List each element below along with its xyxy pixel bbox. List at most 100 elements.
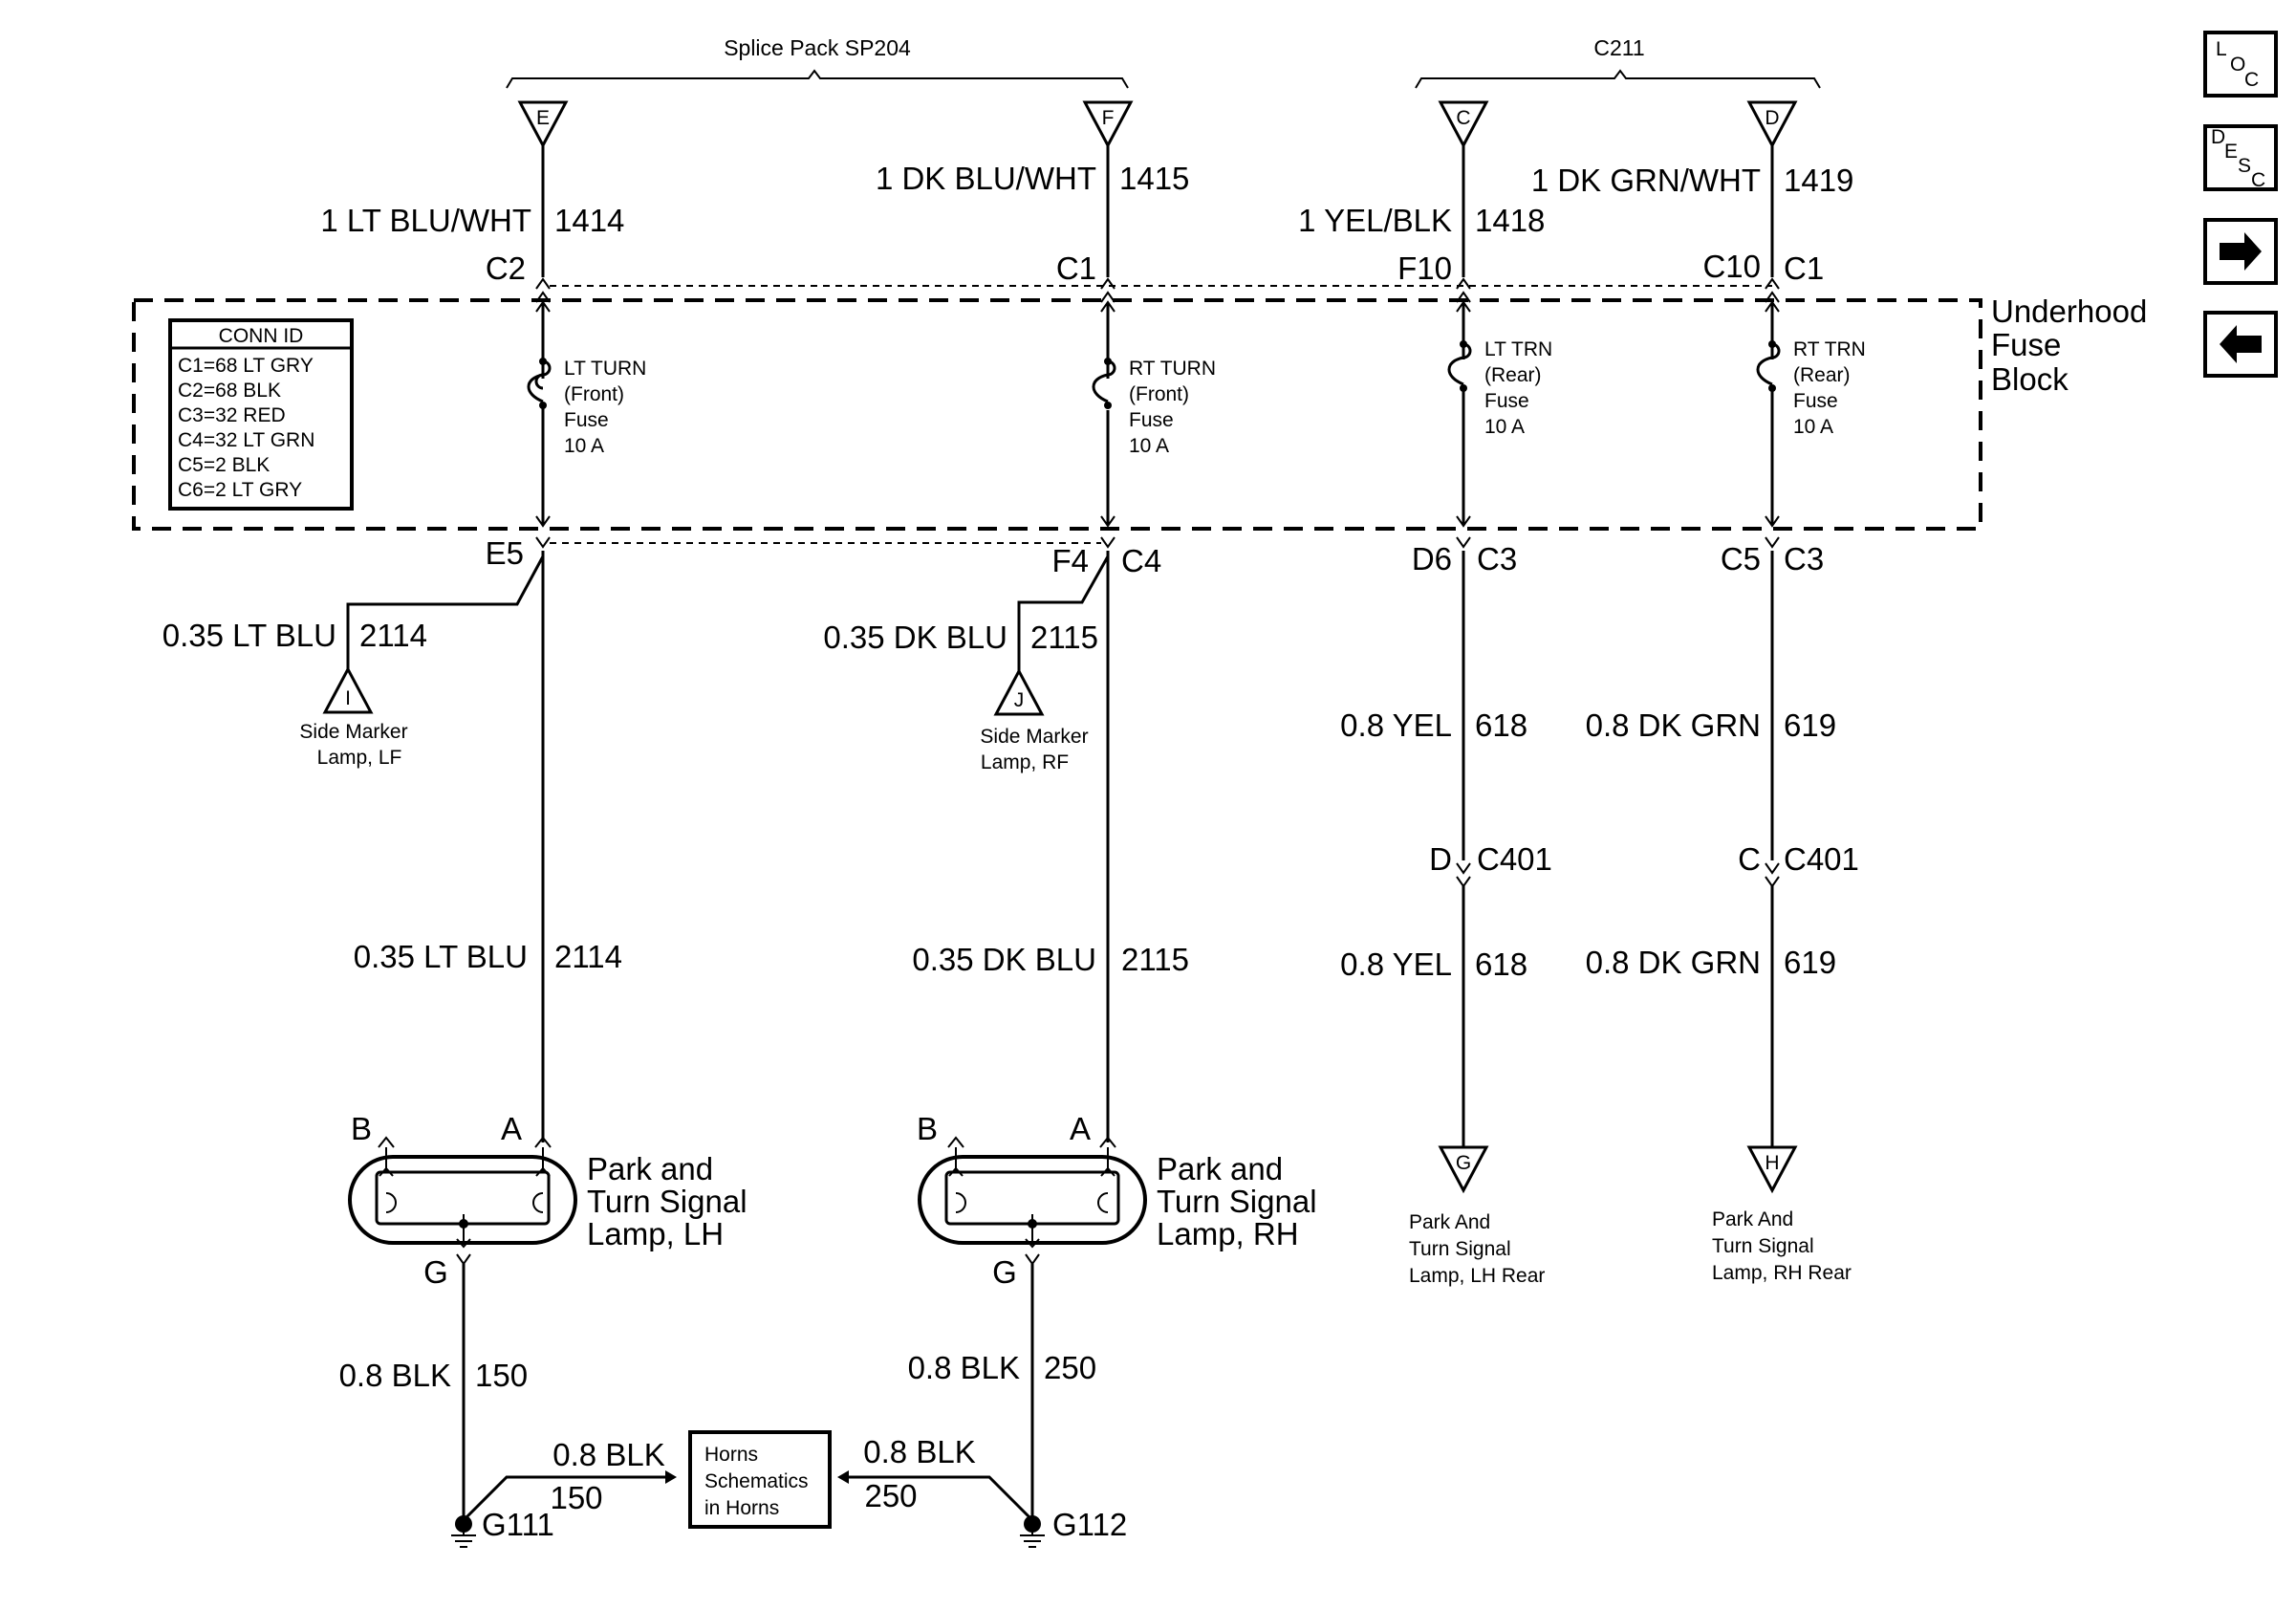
svg-text:Turn Signal: Turn Signal — [1409, 1238, 1511, 1260]
svg-text:0.35 LT BLU: 0.35 LT BLU — [162, 618, 336, 653]
wire-1418-circuit: 1418 — [1475, 203, 1545, 238]
svg-text:250: 250 — [1044, 1350, 1096, 1385]
rear-wire-labels: 0.8 YEL 618 0.8 DK GRN 619 D C401 C C401… — [1340, 707, 1859, 982]
svg-text:E: E — [2224, 141, 2238, 163]
svg-text:Fuse: Fuse — [564, 409, 609, 431]
svg-text:Lamp, RH: Lamp, RH — [1157, 1216, 1299, 1251]
wires — [541, 145, 1774, 1147]
wire-1415-circuit: 1415 — [1119, 161, 1189, 196]
svg-text:0.8 BLK: 0.8 BLK — [552, 1437, 664, 1472]
wire-1418-color: 1 YEL/BLK — [1298, 203, 1452, 238]
conn-id-row: C4=32 LT GRN — [178, 429, 314, 451]
rh-rear-lamp-ref: H Park And Turn Signal Lamp, RH Rear — [1712, 1145, 1852, 1284]
terminal-e: E — [517, 100, 569, 149]
arrow-right-icon — [2220, 232, 2262, 271]
svg-text:(Rear): (Rear) — [1793, 364, 1851, 386]
svg-text:S: S — [2238, 155, 2251, 177]
svg-text:2114: 2114 — [554, 939, 622, 974]
wire-1419-color: 1 DK GRN/WHT — [1531, 163, 1761, 198]
svg-text:Lamp, RF: Lamp, RF — [981, 751, 1069, 773]
conn-id-row: C1=68 LT GRY — [178, 355, 314, 377]
svg-text:0.8 BLK: 0.8 BLK — [908, 1350, 1020, 1385]
fuse-rt-trn-rear: RT TRN (Rear) Fuse 10 A — [1756, 338, 1866, 438]
svg-text:150: 150 — [550, 1480, 602, 1515]
svg-text:10 A: 10 A — [1793, 416, 1833, 438]
conn-id-title: CONN ID — [219, 325, 304, 347]
conn-id-row: C5=2 BLK — [178, 454, 270, 476]
svg-text:2114: 2114 — [359, 618, 427, 653]
c211-label: C211 — [1593, 35, 1644, 60]
side-marker-lf: 0.35 LT BLU 2114 I Side Marker Lamp, LF — [162, 555, 545, 769]
svg-text:Horns: Horns — [704, 1444, 758, 1466]
svg-text:Lamp, LH: Lamp, LH — [587, 1216, 724, 1251]
desc-button[interactable]: D E S C — [2203, 124, 2278, 191]
svg-text:0.8 YEL: 0.8 YEL — [1340, 946, 1452, 982]
svg-text:250: 250 — [864, 1478, 917, 1513]
svg-text:0.35 DK BLU: 0.35 DK BLU — [912, 942, 1096, 977]
svg-text:Fuse: Fuse — [1129, 409, 1174, 431]
terminal-c: C — [1438, 100, 1489, 149]
front-wire-labels: 0.35 LT BLU 2114 0.35 DK BLU 2115 — [354, 939, 1189, 977]
arrow-left-icon — [2220, 325, 2262, 363]
pin-c3-b: C3 — [1784, 541, 1824, 577]
pin-c1-a: C1 — [1056, 250, 1096, 286]
svg-text:2115: 2115 — [1121, 942, 1189, 977]
pin-c2: C2 — [486, 250, 526, 286]
upper-pins: C2 C1 F10 C10 C1 — [486, 249, 1824, 303]
pin-e5: E5 — [486, 535, 524, 571]
svg-text:LT TRN: LT TRN — [1484, 338, 1552, 360]
loc-button[interactable]: L O C — [2203, 31, 2278, 98]
svg-text:in Horns: in Horns — [704, 1497, 779, 1519]
park-turn-lamp-lh: B A Park and Turn Signal Lamp, LH G — [348, 1111, 747, 1290]
lower-pins: E5 F4 C4 D6 C3 C5 C3 — [486, 535, 1825, 578]
svg-text:F: F — [1102, 107, 1115, 129]
svg-text:(Rear): (Rear) — [1484, 364, 1542, 386]
svg-text:Turn Signal: Turn Signal — [587, 1184, 747, 1219]
svg-text:J: J — [1014, 689, 1025, 711]
svg-text:Side Marker: Side Marker — [980, 726, 1088, 748]
pin-c3-a: C3 — [1477, 541, 1517, 577]
fuse-block-label-1: Underhood — [1991, 294, 2147, 329]
svg-text:Fuse: Fuse — [1793, 390, 1838, 412]
svg-text:0.8 BLK: 0.8 BLK — [339, 1358, 451, 1393]
svg-text:A: A — [1070, 1111, 1091, 1146]
wire-1414-color: 1 LT BLU/WHT — [320, 203, 531, 238]
svg-text:150: 150 — [475, 1358, 528, 1393]
svg-text:A: A — [501, 1111, 522, 1146]
prev-button[interactable] — [2203, 311, 2278, 378]
svg-text:618: 618 — [1475, 946, 1527, 982]
wire-1414-circuit: 1414 — [554, 203, 624, 238]
svg-text:Schematics: Schematics — [704, 1470, 809, 1492]
fuse-lt-trn-rear: LT TRN (Rear) Fuse 10 A — [1447, 338, 1552, 438]
svg-text:C: C — [1738, 841, 1761, 877]
svg-text:E: E — [536, 107, 550, 129]
svg-text:D: D — [1765, 107, 1779, 129]
svg-text:Park And: Park And — [1409, 1211, 1490, 1233]
svg-text:619: 619 — [1784, 707, 1836, 743]
fuse-rt-turn-front: RT TURN (Front) Fuse 10 A — [1092, 358, 1216, 457]
svg-text:G: G — [1456, 1152, 1471, 1174]
conn-id-row: C3=32 RED — [178, 404, 286, 426]
next-button[interactable] — [2203, 218, 2278, 285]
svg-text:Lamp, RH Rear: Lamp, RH Rear — [1712, 1262, 1852, 1284]
top-wire-labels: 1 LT BLU/WHT 1414 1 DK BLU/WHT 1415 1 YE… — [320, 161, 1853, 238]
svg-text:618: 618 — [1475, 707, 1527, 743]
svg-text:0.35 LT BLU: 0.35 LT BLU — [354, 939, 528, 974]
side-marker-rf: 0.35 DK BLU 2115 J Side Marker Lamp, RF — [823, 555, 1110, 773]
fuse-lt-turn-front: LT TURN (Front) Fuse 10 A — [527, 304, 646, 524]
wire-1415-color: 1 DK BLU/WHT — [876, 161, 1096, 196]
wire-1419-circuit: 1419 — [1784, 163, 1853, 198]
pin-c5: C5 — [1721, 541, 1761, 577]
park-turn-lamp-rh: B A Park and Turn Signal Lamp, RH G — [917, 1111, 1317, 1290]
svg-text:Turn Signal: Turn Signal — [1712, 1235, 1814, 1257]
svg-text:H: H — [1765, 1152, 1779, 1174]
svg-text:10 A: 10 A — [1129, 435, 1169, 457]
svg-text:I: I — [345, 687, 351, 709]
svg-text:0.35 DK BLU: 0.35 DK BLU — [823, 620, 1007, 655]
svg-text:C: C — [2244, 69, 2259, 91]
svg-text:0.8 BLK: 0.8 BLK — [863, 1434, 975, 1469]
svg-text:RT TRN: RT TRN — [1793, 338, 1866, 360]
svg-text:2115: 2115 — [1030, 620, 1098, 655]
terminal-d: D — [1746, 100, 1798, 149]
svg-text:Lamp, LH Rear: Lamp, LH Rear — [1409, 1265, 1545, 1287]
